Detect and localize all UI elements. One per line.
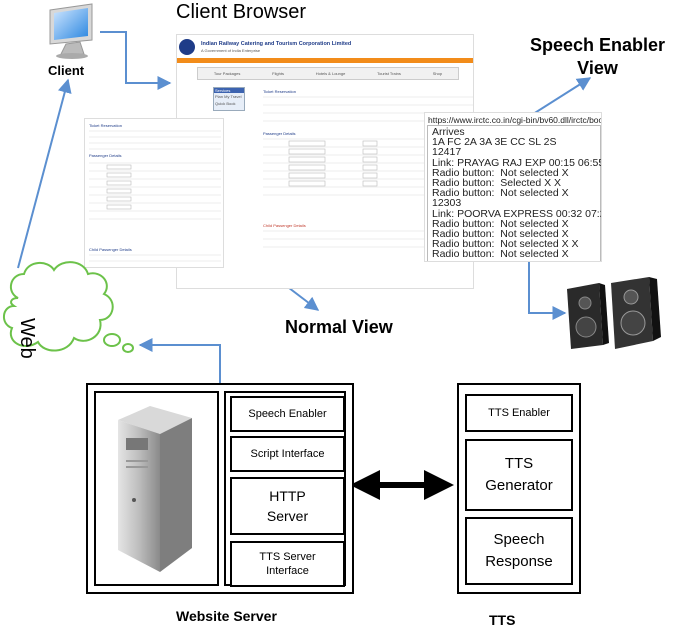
speech-response-module: Speech Response <box>465 517 573 585</box>
arrow-server-to-web <box>138 338 221 385</box>
browser-sidebar: Services Plan My Travel Quick Book <box>213 87 245 111</box>
web-label: Web <box>16 318 38 359</box>
speech-line: 12303 <box>432 197 462 210</box>
irctc-subheader: A Government of India Enterprise <box>201 48 261 53</box>
speech-line[interactable]: Link: POORVA EXPRESS 00:32 07:20 <box>432 207 602 220</box>
arrow-web-to-client <box>17 78 72 269</box>
irctc-header: Indian Railway Catering and Tourism Corp… <box>201 41 352 47</box>
speech-line[interactable]: Radio button: Not selected X <box>432 228 569 241</box>
script-interface-module: Script Interface <box>230 436 345 472</box>
client-monitor-icon <box>49 3 93 59</box>
speakers-icon <box>567 277 661 349</box>
nav-item[interactable]: Tour Packages <box>213 71 241 76</box>
tts-generator-module: TTS Generator <box>465 439 573 511</box>
server-tower-icon <box>118 406 192 572</box>
tts-label: TTS <box>489 612 516 628</box>
speech-line[interactable]: Radio button: Selected X X <box>432 177 561 190</box>
browser-nav: Tour Packages Flights Hotels & Lounge To… <box>197 67 459 80</box>
tts-server-interface-module: TTS Server Interface <box>230 541 345 587</box>
tts-enabler-module: TTS Enabler <box>465 394 573 432</box>
nav-item[interactable]: Tourist Trains <box>377 71 401 76</box>
irctc-logo <box>179 39 195 55</box>
speech-line[interactable]: Radio button: Not selected X X <box>432 238 579 251</box>
normal-view-small-screenshot: Ticket Reservation Passenger Details Chi… <box>84 118 224 268</box>
speech-line: 1A FC 2A 3A 3E CC SL 2S <box>432 136 557 149</box>
normal-view-label: Normal View <box>285 317 393 337</box>
http-server-module: HTTP Server <box>230 477 345 535</box>
orange-band <box>177 58 473 63</box>
nav-item[interactable]: Hotels & Lounge <box>315 71 346 76</box>
arrow-to-speakers <box>528 260 567 320</box>
arrow-client-to-browser <box>100 31 172 90</box>
speech-view-screenshot: https://www.irctc.co.in/cgi-bin/bv60.dll… <box>424 112 602 262</box>
speech-view-frame <box>427 125 601 261</box>
speech-line[interactable]: Radio button: Not selected X <box>432 248 569 261</box>
speech-enabler-view-label: Speech Enabler View <box>530 35 666 78</box>
speech-line[interactable]: Radio button: Not selected X <box>432 166 569 179</box>
client-label: Client <box>48 63 85 78</box>
speech-line: Arrives <box>432 126 465 138</box>
speech-enabler-module: Speech Enabler <box>230 396 345 432</box>
speech-line[interactable]: Radio button: Not selected X <box>432 187 569 200</box>
speech-line[interactable]: Link: PRAYAG RAJ EXP 00:15 06:55 <box>432 156 602 169</box>
speech-line: 12417 <box>432 146 462 159</box>
website-server-label: Website Server <box>176 608 277 624</box>
section-ticket-reservation: Ticket Reservation <box>263 89 296 94</box>
speech-line[interactable]: Radio button: Not selected X <box>432 217 569 230</box>
nav-item[interactable]: Flights <box>272 71 284 76</box>
speech-line: 12225 <box>432 259 601 261</box>
server-image-frame <box>94 391 219 586</box>
section-passenger-details: Passenger Details <box>263 131 296 136</box>
section-child-passenger: Child Passenger Details <box>263 223 306 228</box>
speech-view-url: https://www.irctc.co.in/cgi-bin/bv60.dll… <box>428 115 602 125</box>
client-browser-label: Client Browser <box>176 1 307 23</box>
web-cloud-icon <box>3 261 134 353</box>
nav-item[interactable]: Shop <box>432 71 443 76</box>
